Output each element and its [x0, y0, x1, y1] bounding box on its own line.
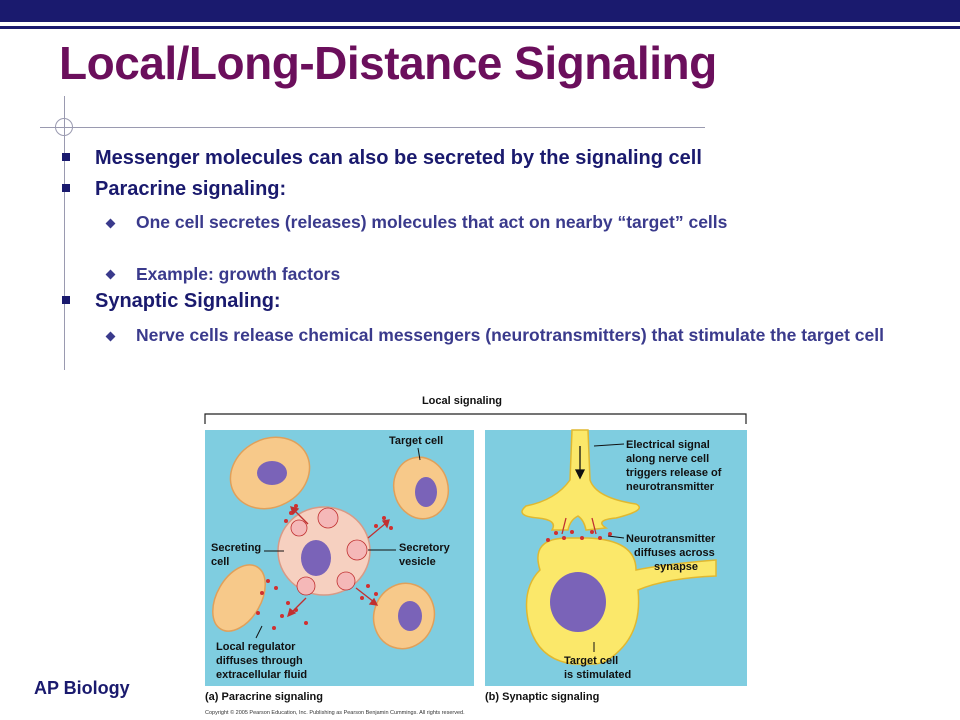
label-electrical-signal-3: triggers release of — [626, 467, 722, 479]
top-banner-bar — [0, 0, 960, 22]
bullet-item: Paracrine signaling: — [95, 178, 287, 200]
label-target-stimulated: Target cell — [564, 655, 618, 667]
label-secreting-cell-2: cell — [211, 556, 229, 568]
panel-a-molecules — [256, 504, 393, 630]
label-local-regulator-2: diffuses through — [216, 655, 303, 667]
square-bullet-icon — [62, 153, 70, 161]
sub-bullet-item: One cell secretes (releases) molecules t… — [136, 212, 728, 232]
label-local-regulator-3: extracellular fluid — [216, 669, 307, 681]
caption-paracrine: (a) Paracrine signaling — [205, 691, 323, 703]
label-secretory-vesicle: Secretory — [399, 542, 451, 554]
signaling-figure: Local signaling Target cell — [204, 395, 747, 716]
panel-b-molecules — [546, 530, 612, 542]
bullet-item: Synaptic Signaling: — [95, 290, 281, 312]
label-secreting-cell: Secreting — [211, 542, 261, 554]
bullet-item: Messenger molecules can also be secreted… — [95, 147, 702, 169]
header-bracket — [204, 413, 747, 424]
label-secretory-vesicle-2: vesicle — [399, 556, 436, 568]
caption-synaptic: (b) Synaptic signaling — [485, 691, 599, 703]
label-neurotransmitter-3: synapse — [654, 561, 698, 573]
sub-bullet-item: Example: growth factors — [136, 264, 341, 284]
figure-header: Local signaling — [422, 395, 502, 407]
sub-bullet-item: Nerve cells release chemical messengers … — [136, 325, 884, 345]
label-neurotransmitter: Neurotransmitter — [626, 533, 716, 545]
label-local-regulator: Local regulator — [216, 641, 296, 653]
copyright-notice: Copyright © 2005 Pearson Education, Inc.… — [205, 709, 465, 716]
label-target-cell: Target cell — [389, 435, 443, 447]
panel-b-neuron — [521, 429, 717, 665]
label-electrical-signal-4: neurotransmitter — [626, 481, 715, 493]
label-electrical-signal: Electrical signal — [626, 439, 710, 451]
footer-label: AP Biology — [34, 678, 130, 698]
panel-a-arrows — [286, 506, 390, 618]
diamond-bullet-icon — [105, 331, 116, 342]
slide-title: Local/Long-Distance Signaling — [59, 37, 717, 89]
diamond-bullet-icon — [105, 269, 116, 280]
horizontal-rule — [40, 127, 705, 128]
label-target-stimulated-2: is stimulated — [564, 669, 631, 681]
vertical-rule — [64, 96, 65, 370]
panel-a-cells — [212, 436, 450, 650]
label-neurotransmitter-2: diffuses across — [634, 547, 715, 559]
diamond-bullet-icon — [105, 218, 116, 229]
top-banner-line — [0, 26, 960, 29]
crosshair-icon — [55, 118, 73, 136]
square-bullet-icon — [62, 184, 70, 192]
label-electrical-signal-2: along nerve cell — [626, 453, 709, 465]
panel-b-arrows — [561, 446, 597, 535]
square-bullet-icon — [62, 296, 70, 304]
